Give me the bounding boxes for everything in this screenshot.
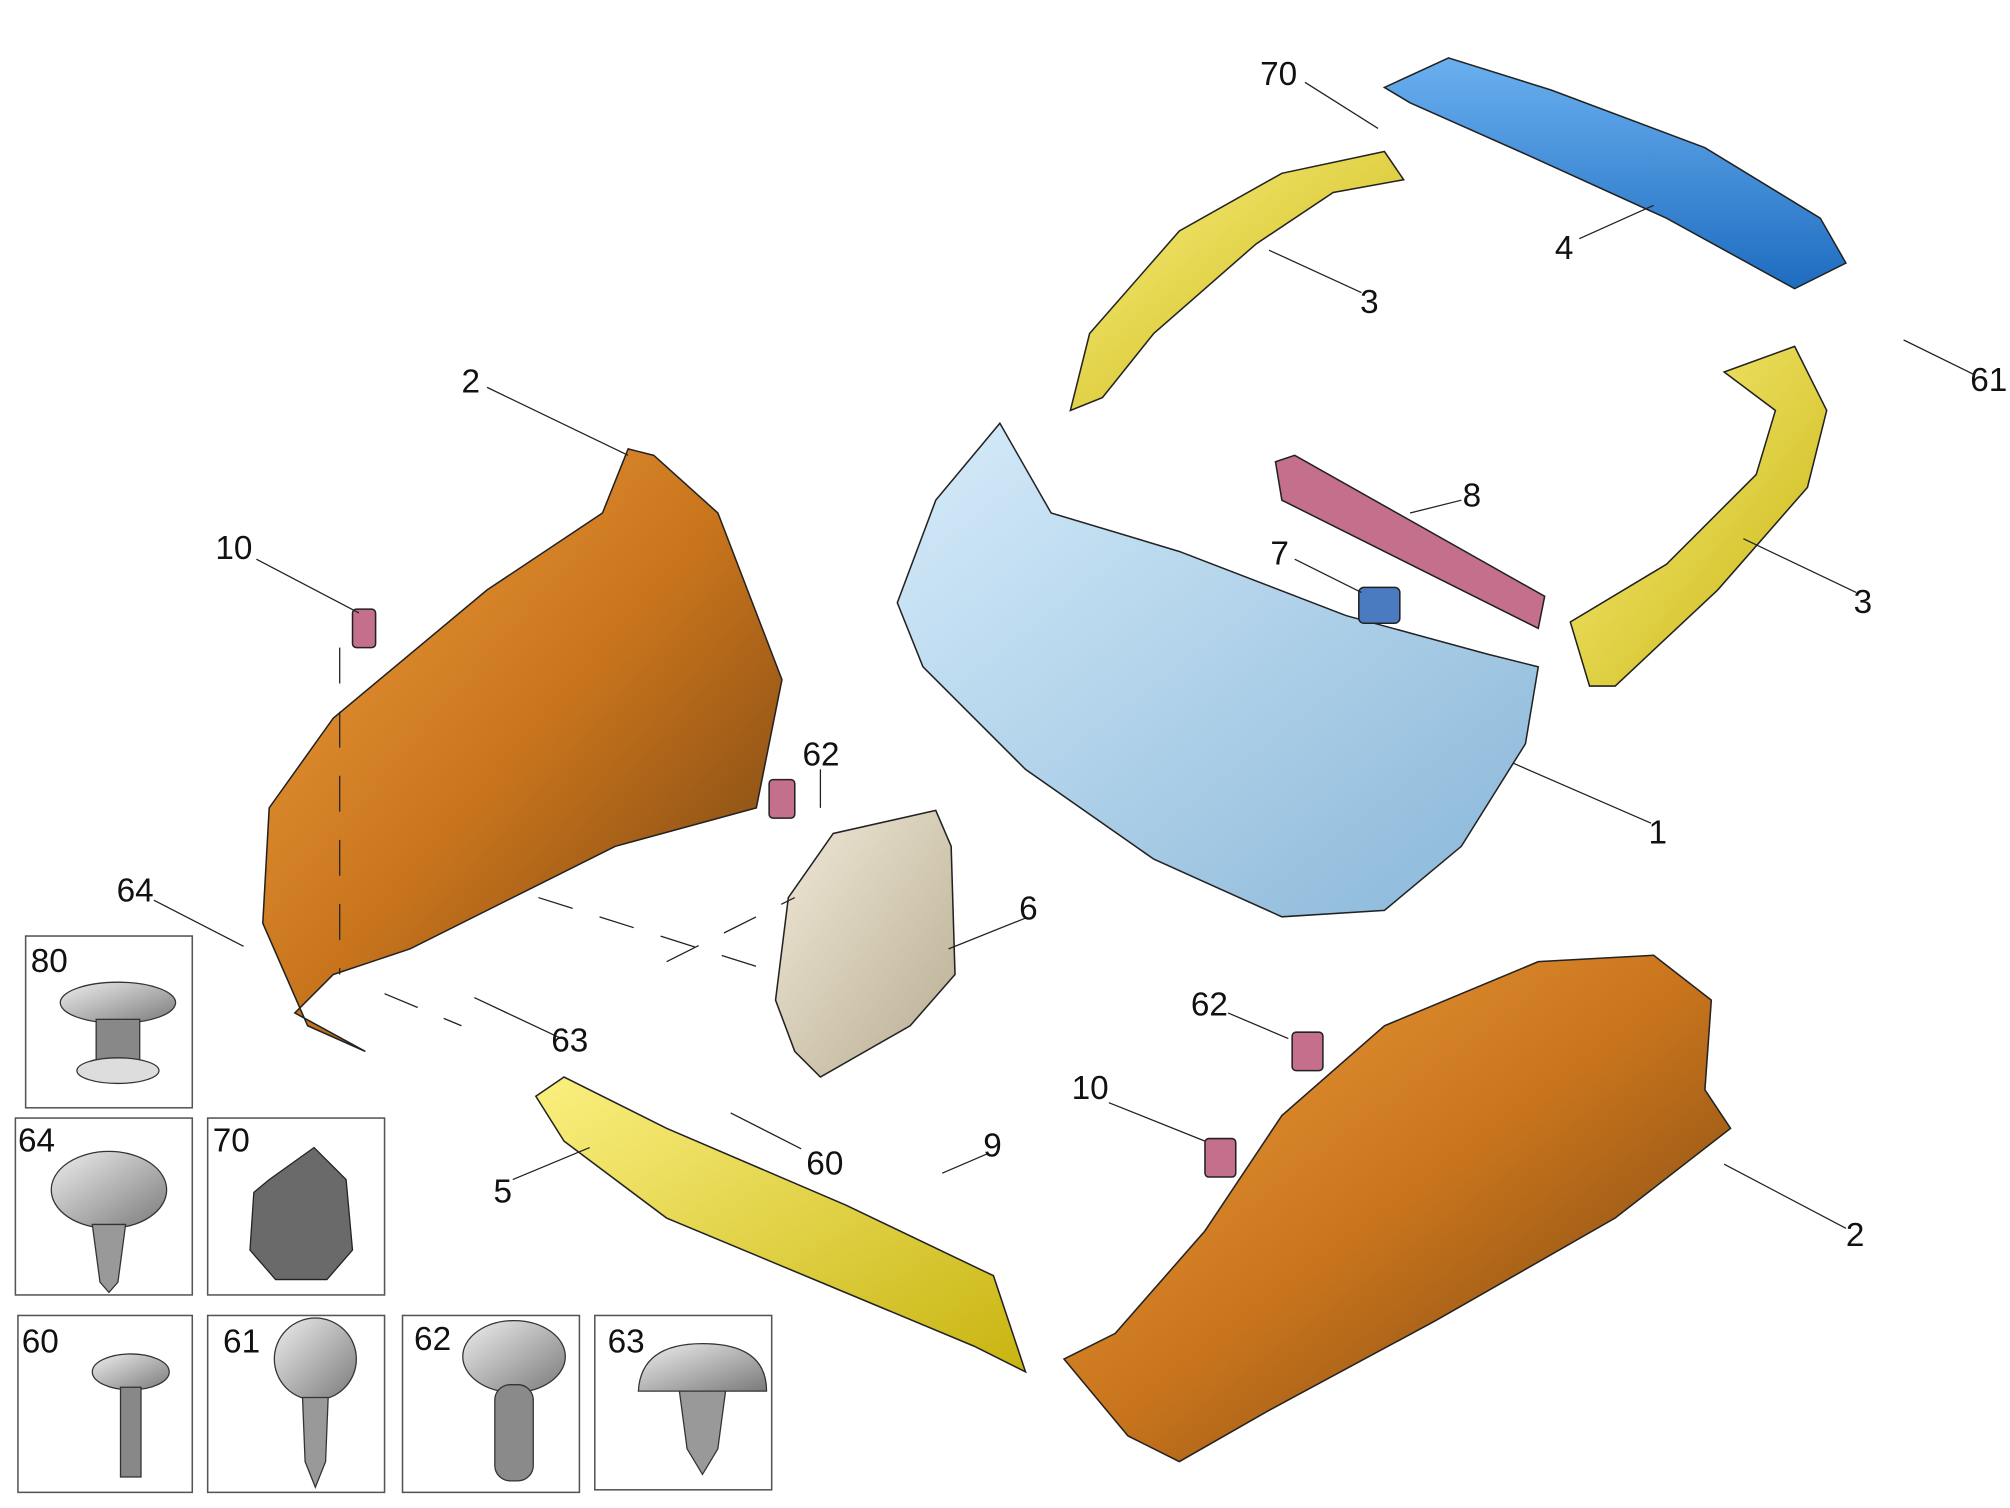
callout-4[interactable]: 4 — [1555, 230, 1574, 267]
inset-label: 63 — [608, 1324, 645, 1361]
callout-7[interactable]: 7 — [1270, 535, 1289, 572]
callout-1[interactable]: 1 — [1649, 815, 1668, 852]
callout-62[interactable]: 62 — [1191, 987, 1228, 1024]
part-5-sill-trim[interactable] — [534, 1076, 1027, 1374]
callout-3[interactable]: 3 — [1360, 284, 1379, 321]
callouts: 70 4 3 3 61 2 10 62 8 7 1 6 64 63 62 10 … — [117, 56, 2008, 1254]
assembly-line — [339, 647, 796, 1027]
inset-label: 62 — [414, 1321, 451, 1358]
part-10-bracket-left[interactable] — [351, 608, 377, 649]
rivet-icon — [50, 1150, 168, 1229]
part-62-bracket-left[interactable] — [768, 778, 796, 819]
callout-61[interactable]: 61 — [1970, 362, 2007, 399]
callout-2[interactable]: 2 — [1846, 1217, 1865, 1254]
part-2-right-side-trim[interactable] — [1062, 954, 1732, 1463]
callout-3[interactable]: 3 — [1854, 584, 1873, 621]
inset-label: 70 — [213, 1122, 250, 1159]
pan-head-screw-icon — [462, 1319, 566, 1394]
callout-5[interactable]: 5 — [494, 1174, 513, 1211]
inset-63[interactable]: 63 — [594, 1314, 773, 1491]
part-3-left-pillar-trim[interactable] — [1069, 150, 1405, 412]
callout-10[interactable]: 10 — [215, 530, 252, 567]
callout-6[interactable]: 6 — [1019, 890, 1038, 927]
part-6-cover[interactable] — [774, 809, 956, 1078]
trim-clip-icon — [59, 981, 177, 1024]
callout-70[interactable]: 70 — [1260, 56, 1297, 93]
inset-label: 80 — [31, 943, 68, 980]
inset-label: 60 — [22, 1324, 59, 1361]
part-1-tailgate-trim[interactable] — [896, 421, 1540, 918]
part-2-left-side-trim[interactable] — [262, 448, 783, 1053]
hex-bolt-icon — [91, 1353, 170, 1391]
inset-70[interactable]: 70 — [206, 1117, 386, 1296]
callout-62[interactable]: 62 — [802, 737, 839, 774]
inset-60[interactable]: 60 — [17, 1314, 194, 1494]
inset-label: 61 — [223, 1324, 260, 1361]
callout-64[interactable]: 64 — [117, 872, 154, 909]
inset-80[interactable]: 80 — [24, 935, 194, 1109]
callout-8[interactable]: 8 — [1463, 478, 1482, 515]
part-3-right-pillar-trim[interactable] — [1569, 345, 1828, 687]
part-10-bracket-right[interactable] — [1204, 1137, 1237, 1178]
inset-64[interactable]: 64 — [14, 1117, 194, 1296]
callout-60[interactable]: 60 — [806, 1145, 843, 1182]
nut-insert-icon — [249, 1146, 354, 1281]
callout-9[interactable]: 9 — [983, 1128, 1002, 1165]
part-8-bracket[interactable] — [1274, 454, 1546, 630]
inset-62[interactable]: 62 — [401, 1314, 581, 1494]
leader-lines — [153, 81, 1975, 1229]
callout-63[interactable]: 63 — [551, 1022, 588, 1059]
part-62-bracket-right[interactable] — [1291, 1031, 1324, 1072]
callout-2[interactable]: 2 — [461, 364, 480, 401]
inset-label: 64 — [18, 1122, 55, 1159]
torx-screw-icon — [273, 1317, 358, 1401]
part-7-clip[interactable] — [1358, 586, 1401, 625]
callout-10[interactable]: 10 — [1072, 1070, 1109, 1107]
fir-tree-clip-icon — [637, 1343, 768, 1392]
inset-61[interactable]: 61 — [206, 1314, 386, 1494]
part-4-upper-trim[interactable] — [1382, 57, 1847, 290]
